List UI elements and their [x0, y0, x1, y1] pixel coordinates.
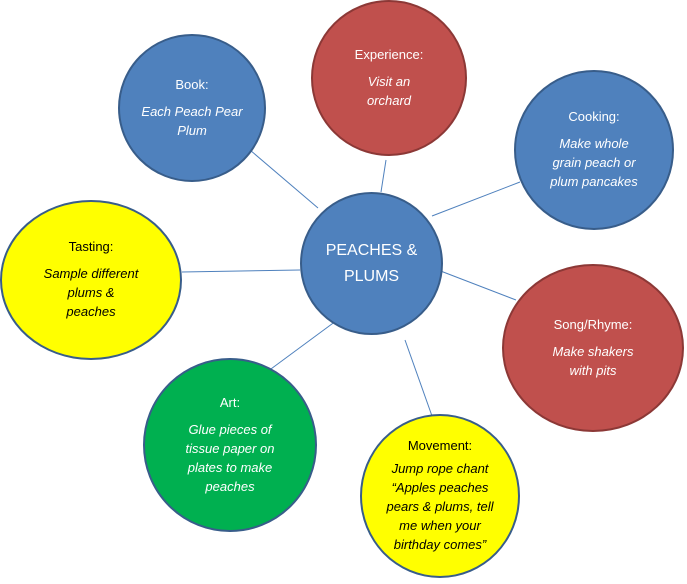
- node-movement-detail-1: Jump rope chant: [391, 461, 489, 476]
- node-experience-detail-2: orchard: [366, 92, 412, 108]
- node-experience-title: Experience:: [354, 46, 424, 62]
- node-tasting-title: Tasting:: [68, 239, 114, 254]
- node-movement-title: Movement:: [407, 438, 473, 453]
- node-art-title: Art:: [219, 394, 241, 410]
- node-art-detail-3: plates to make: [187, 459, 273, 475]
- connector-song: [437, 269, 517, 301]
- connector-book: [249, 149, 319, 209]
- node-art-detail-1: Glue pieces of: [188, 421, 272, 437]
- node-tasting: Tasting: Sample different plums & peache…: [0, 200, 182, 360]
- node-book: Book: Each Peach Pear Plum: [118, 34, 266, 182]
- center-label-line1: PEACHES &: [325, 241, 418, 259]
- node-art-detail-2: tissue paper on: [185, 440, 275, 456]
- connector-tasting: [181, 269, 301, 273]
- node-movement-detail-4: me when your: [399, 518, 481, 533]
- center-topic: PEACHES & PLUMS: [300, 192, 443, 335]
- node-song-detail-1: Make shakers: [552, 343, 634, 359]
- node-experience: Experience: Visit an orchard: [311, 0, 467, 156]
- node-cooking-detail-3: plum pancakes: [550, 174, 638, 189]
- node-song-title: Song/Rhyme:: [553, 316, 633, 332]
- node-movement-detail-5: birthday comes”: [393, 537, 487, 552]
- connector-movement: [404, 339, 433, 417]
- node-cooking-title: Cooking:: [568, 109, 620, 124]
- node-cooking-detail-2: grain peach or: [552, 155, 636, 170]
- center-label-line2: PLUMS: [343, 267, 400, 285]
- node-cooking-detail-1: Make whole: [559, 136, 629, 151]
- node-movement-detail-2: “Apples peaches: [391, 480, 489, 495]
- node-movement: Movement: Jump rope chant “Apples peache…: [360, 414, 520, 578]
- node-book-detail-2: Plum: [177, 122, 207, 138]
- node-tasting-detail-2: plums &: [67, 285, 115, 300]
- node-cooking: Cooking: Make whole grain peach or plum …: [514, 70, 674, 230]
- node-song-detail-2: with pits: [569, 362, 617, 378]
- node-tasting-detail-3: peaches: [66, 304, 116, 319]
- node-movement-detail-3: pears & plums, tell: [386, 499, 494, 514]
- node-book-title: Book:: [175, 76, 209, 92]
- node-art-detail-4: peaches: [205, 478, 255, 494]
- connector-cooking: [431, 181, 521, 217]
- node-book-detail-1: Each Peach Pear: [141, 103, 243, 119]
- node-art: Art: Glue pieces of tissue paper on plat…: [143, 358, 317, 532]
- node-tasting-detail-1: Sample different: [43, 266, 139, 281]
- connector-experience: [380, 159, 387, 193]
- node-song-rhyme: Song/Rhyme: Make shakers with pits: [502, 264, 684, 432]
- node-experience-detail-1: Visit an: [367, 73, 411, 89]
